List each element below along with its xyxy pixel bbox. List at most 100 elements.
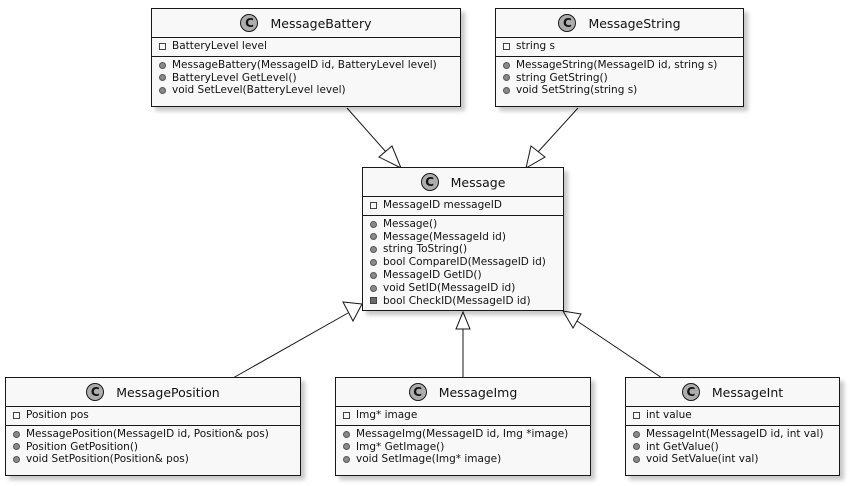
method-row: void SetID(MessageID id) bbox=[363, 282, 563, 295]
public-visibility-icon bbox=[370, 233, 377, 241]
class-c-icon: C bbox=[86, 383, 105, 401]
class-header: C MessageBattery bbox=[152, 9, 460, 38]
public-visibility-icon bbox=[370, 284, 377, 292]
class-message-string[interactable]: C MessageString string s MessageString(Mess… bbox=[495, 8, 744, 107]
class-name: MessageBattery bbox=[270, 15, 372, 31]
public-visibility-icon bbox=[633, 456, 640, 464]
class-name: MessageString bbox=[588, 15, 681, 31]
private-visibility-icon bbox=[370, 201, 377, 209]
field-row: int value bbox=[626, 409, 839, 422]
method-row-text: void SetString(string s) bbox=[516, 84, 638, 97]
public-visibility-icon bbox=[159, 61, 166, 69]
field-row: Img* image bbox=[336, 409, 590, 422]
private-visibility-icon bbox=[13, 411, 20, 419]
private-visibility-icon bbox=[503, 42, 510, 50]
field-row-text: BatteryLevel level bbox=[172, 40, 267, 52]
class-c-icon: C bbox=[240, 14, 259, 32]
methods-section: MessagePosition(MessageID id, Position& … bbox=[6, 426, 300, 469]
private-visibility-icon bbox=[343, 411, 350, 419]
class-c-icon: C bbox=[681, 383, 700, 401]
public-visibility-icon bbox=[503, 87, 510, 95]
private-visibility-icon bbox=[159, 42, 166, 50]
class-name: MessageInt bbox=[711, 384, 784, 400]
public-visibility-icon bbox=[633, 443, 640, 451]
method-row-text: bool CheckID(MessageID id) bbox=[383, 294, 531, 307]
class-name: Message bbox=[450, 174, 506, 190]
method-row: string GetString() bbox=[496, 72, 743, 85]
method-row: MessagePosition(MessageID id, Position& … bbox=[6, 428, 300, 441]
class-header: C MessageInt bbox=[626, 378, 839, 407]
method-row: Message() bbox=[363, 218, 563, 231]
field-row: Position pos bbox=[6, 409, 300, 422]
method-row-text: void SetID(MessageID id) bbox=[383, 281, 516, 294]
method-row-text: Position GetPosition() bbox=[26, 440, 139, 453]
inheritance-arrow-battery bbox=[378, 145, 402, 170]
fields-section: int value bbox=[626, 407, 839, 426]
method-row-text: string GetString() bbox=[516, 71, 608, 84]
field-row-text: MessageID messageID bbox=[383, 199, 502, 211]
method-row: MessageBattery(MessageID id, BatteryLeve… bbox=[152, 59, 460, 72]
inheritance-arrow-int bbox=[562, 310, 582, 329]
class-c-icon: C bbox=[558, 14, 577, 32]
public-visibility-icon bbox=[370, 271, 377, 279]
method-row: MessageInt(MessageID id, int val) bbox=[626, 428, 839, 441]
method-row: Position GetPosition() bbox=[6, 441, 300, 454]
field-row-text: Img* image bbox=[356, 409, 418, 421]
method-row-text: int GetValue() bbox=[646, 440, 719, 453]
private-visibility-icon bbox=[633, 411, 640, 419]
public-visibility-icon bbox=[13, 443, 20, 451]
method-row: BatteryLevel GetLevel() bbox=[152, 72, 460, 85]
class-name: MessagePosition bbox=[116, 384, 220, 400]
method-row: bool CheckID(MessageID id) bbox=[363, 295, 563, 308]
method-row: void SetValue(int val) bbox=[626, 453, 839, 466]
method-row-text: void SetLevel(BatteryLevel level) bbox=[172, 84, 346, 97]
method-row: void SetImage(Img* image) bbox=[336, 453, 590, 466]
method-row-text: string ToString() bbox=[383, 243, 468, 256]
method-row-text: void SetValue(int val) bbox=[646, 453, 759, 466]
method-row-text: void SetImage(Img* image) bbox=[356, 453, 502, 466]
methods-section: Message()Message(MessageId id)string ToS… bbox=[363, 216, 563, 311]
field-row: MessageID messageID bbox=[363, 199, 563, 212]
public-visibility-icon bbox=[503, 61, 510, 69]
method-row: int GetValue() bbox=[626, 441, 839, 454]
public-visibility-icon bbox=[370, 220, 377, 228]
fields-section: Img* image bbox=[336, 407, 590, 426]
public-visibility-icon bbox=[343, 456, 350, 464]
field-row: string s bbox=[496, 40, 743, 53]
fields-section: BatteryLevel level bbox=[152, 38, 460, 57]
methods-section: MessageInt(MessageID id, int val)int Get… bbox=[626, 426, 839, 469]
fields-section: Position pos bbox=[6, 407, 300, 426]
methods-section: MessageBattery(MessageID id, BatteryLeve… bbox=[152, 57, 460, 100]
method-row: MessageString(MessageID id, string s) bbox=[496, 59, 743, 72]
private-method-visibility-icon bbox=[370, 297, 377, 305]
method-row-text: Message(MessageId id) bbox=[383, 230, 506, 243]
method-row-text: MessageString(MessageID id, string s) bbox=[516, 58, 718, 71]
public-visibility-icon bbox=[503, 74, 510, 82]
method-row-text: BatteryLevel GetLevel() bbox=[172, 71, 297, 84]
method-row: Message(MessageId id) bbox=[363, 231, 563, 244]
class-c-icon: C bbox=[408, 383, 427, 401]
inheritance-arrow-position bbox=[342, 301, 363, 323]
method-row-text: void SetPosition(Position& pos) bbox=[26, 453, 189, 466]
edge-position-message bbox=[232, 312, 349, 379]
field-row-text: Position pos bbox=[26, 409, 89, 421]
class-name: MessageImg bbox=[438, 384, 518, 400]
method-row: Img* GetImage() bbox=[336, 441, 590, 454]
method-row-text: MessageImg(MessageID id, Img *image) bbox=[356, 427, 569, 440]
method-row: MessageImg(MessageID id, Img *image) bbox=[336, 428, 590, 441]
public-visibility-icon bbox=[633, 430, 640, 438]
inheritance-arrow-img bbox=[455, 310, 471, 330]
method-row-text: Img* GetImage() bbox=[356, 440, 445, 453]
method-row: bool CompareID(MessageID id) bbox=[363, 256, 563, 269]
edge-battery-message bbox=[346, 107, 387, 153]
fields-section: string s bbox=[496, 38, 743, 57]
public-visibility-icon bbox=[13, 456, 20, 464]
public-visibility-icon bbox=[370, 259, 377, 267]
